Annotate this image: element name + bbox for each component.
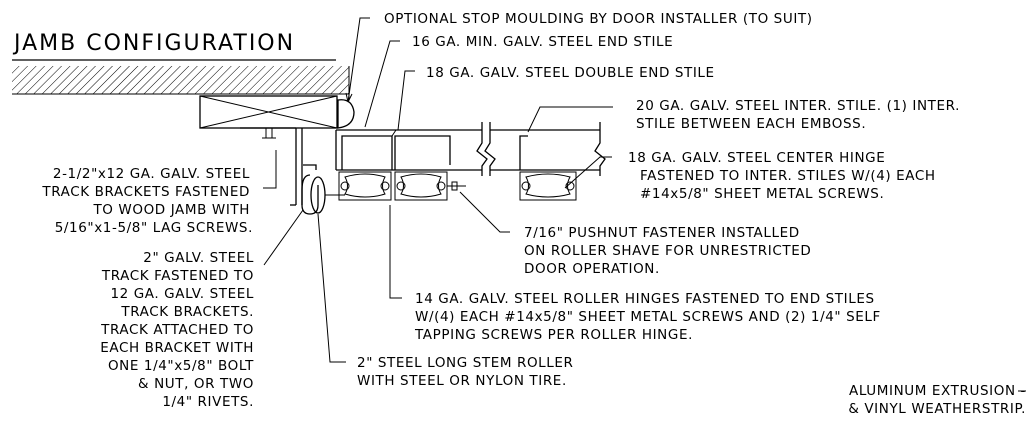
label-track: 2" GALV. STEEL TRACK FASTENED TO 12 GA. …: [100, 250, 254, 410]
svg-text:TRACK BRACKETS.: TRACK BRACKETS.: [120, 304, 254, 320]
svg-text:& VINYL WEATHERSTRIP.: & VINYL WEATHERSTRIP.: [848, 401, 1026, 417]
wood-jamb: [199, 95, 338, 129]
svg-text:2" GALV. STEEL: 2" GALV. STEEL: [143, 250, 254, 266]
svg-text:2-1/2"x12 GA. GALV. STEEL: 2-1/2"x12 GA. GALV. STEEL: [53, 166, 250, 182]
svg-text:1/4" RIVETS.: 1/4" RIVETS.: [162, 394, 254, 410]
label-roller: 2" STEEL LONG STEM ROLLER WITH STEEL OR …: [357, 355, 574, 389]
label-extrusion: ALUMINUM EXTRUSION - & VINYL WEATHERSTRI…: [848, 383, 1026, 417]
svg-text:16 GA. MIN. GALV. STEEL END ST: 16 GA. MIN. GALV. STEEL END STILE: [412, 34, 673, 50]
leader-lines: [263, 17, 1026, 392]
svg-text:STILE BETWEEN EACH EMBOSS.: STILE BETWEEN EACH EMBOSS.: [636, 116, 866, 132]
svg-text:OPTIONAL STOP MOULDING BY DOOR: OPTIONAL STOP MOULDING BY DOOR INSTALLER…: [384, 11, 813, 27]
svg-text:WITH STEEL OR NYLON TIRE.: WITH STEEL OR NYLON TIRE.: [357, 373, 567, 389]
svg-text:ONE 1/4"x5/8" BOLT: ONE 1/4"x5/8" BOLT: [108, 358, 254, 374]
label-double-end-stile: 18 GA. GALV. STEEL DOUBLE END STILE: [426, 65, 715, 81]
door-panel: [335, 122, 606, 176]
svg-text:18 GA. GALV. STEEL DOUBLE END: 18 GA. GALV. STEEL DOUBLE END STILE: [426, 65, 715, 81]
label-roller-hinges: 14 GA. GALV. STEEL ROLLER HINGES FASTENE…: [414, 291, 881, 343]
svg-text:2" STEEL LONG STEM ROLLER: 2" STEEL LONG STEM ROLLER: [357, 355, 574, 371]
svg-text:12 GA. GALV. STEEL: 12 GA. GALV. STEEL: [110, 286, 254, 302]
wall-section: [12, 66, 350, 100]
svg-text:#14x5/8" SHEET METAL SCREWS.: #14x5/8" SHEET METAL SCREWS.: [640, 186, 884, 202]
svg-text:ON ROLLER SHAVE FOR UNRESTRICT: ON ROLLER SHAVE FOR UNRESTRICTED: [524, 243, 811, 259]
svg-text:ALUMINUM EXTRUSION -: ALUMINUM EXTRUSION -: [849, 383, 1026, 399]
svg-text:FASTENED TO INTER. STILES W/(4: FASTENED TO INTER. STILES W/(4) EACH: [640, 168, 936, 184]
svg-text:W/(4) EACH #14x5/8" SHEET META: W/(4) EACH #14x5/8" SHEET METAL SCREWS A…: [415, 309, 881, 325]
label-center-hinge: 18 GA. GALV. STEEL CENTER HINGE FASTENED…: [628, 150, 936, 202]
drawing-title: JAMB CONFIGURATION: [12, 31, 295, 56]
label-end-stile: 16 GA. MIN. GALV. STEEL END STILE: [412, 34, 673, 50]
svg-text:14 GA. GALV. STEEL ROLLER HING: 14 GA. GALV. STEEL ROLLER HINGES FASTENE…: [415, 291, 875, 307]
svg-text:TRACK BRACKETS FASTENED: TRACK BRACKETS FASTENED: [41, 184, 250, 200]
label-stop-moulding: OPTIONAL STOP MOULDING BY DOOR INSTALLER…: [384, 11, 813, 27]
svg-text:20 GA. GALV. STEEL INTER. STIL: 20 GA. GALV. STEEL INTER. STILE. (1) INT…: [636, 98, 960, 114]
svg-text:TRACK ATTACHED TO: TRACK ATTACHED TO: [100, 322, 254, 338]
svg-text:& NUT, OR TWO: & NUT, OR TWO: [138, 376, 254, 392]
label-pushnut: 7/16" PUSHNUT FASTENER INSTALLED ON ROLL…: [524, 225, 811, 277]
svg-text:TAPPING SCREWS PER ROLLER HING: TAPPING SCREWS PER ROLLER HINGE.: [414, 327, 693, 343]
roller-hinges: [338, 171, 577, 201]
svg-text:DOOR OPERATION.: DOOR OPERATION.: [524, 261, 660, 277]
svg-text:EACH BRACKET WITH: EACH BRACKET WITH: [100, 340, 254, 356]
stop-moulding: [337, 99, 355, 129]
svg-text:TO WOOD JAMB WITH: TO WOOD JAMB WITH: [92, 202, 250, 218]
svg-text:18 GA. GALV. STEEL CENTER HING: 18 GA. GALV. STEEL CENTER HINGE: [628, 150, 885, 166]
track-and-roller: [301, 164, 345, 215]
label-inter-stile: 20 GA. GALV. STEEL INTER. STILE. (1) INT…: [636, 98, 960, 132]
svg-text:5/16"x1-5/8" LAG SCREWS.: 5/16"x1-5/8" LAG SCREWS.: [55, 220, 253, 236]
svg-text:TRACK FASTENED TO: TRACK FASTENED TO: [101, 268, 254, 284]
label-track-brackets: 2-1/2"x12 GA. GALV. STEEL TRACK BRACKETS…: [41, 166, 253, 236]
svg-text:7/16" PUSHNUT FASTENER INSTALL: 7/16" PUSHNUT FASTENER INSTALLED: [524, 225, 800, 241]
